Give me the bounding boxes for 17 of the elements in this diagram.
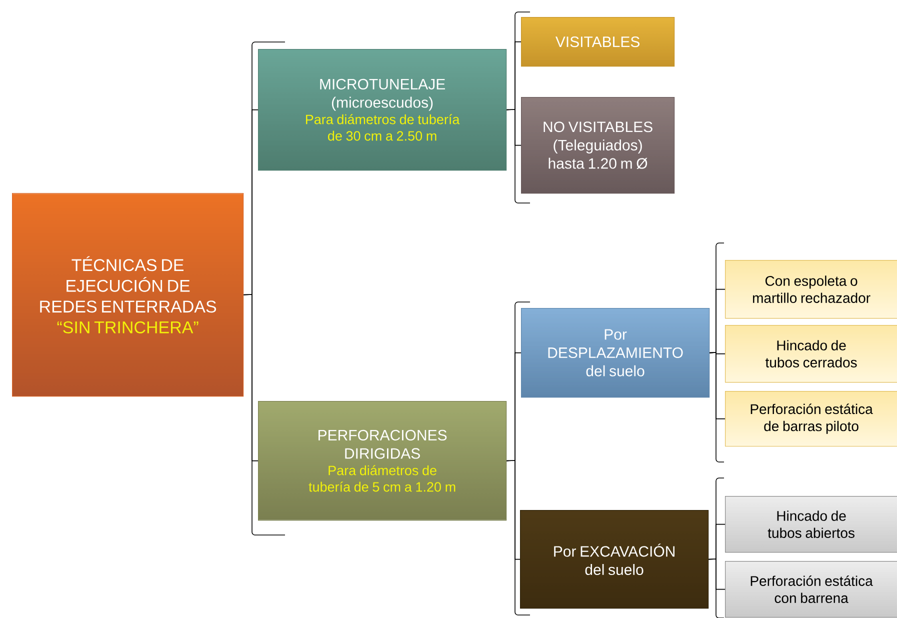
process-box: MICROTUNELAJE (microescudos) Para diámetros de tubería de 30 cm a 2.50 m [258, 49, 507, 171]
process-box: PERFORACIONES DIRIGIDAS Para diámetros de tubería de 5 cm a 1.20 m [258, 401, 507, 521]
process-box: TÉCNICAS DE EJECUCIÓN DE REDES ENTERRADAS “SIN TRINCHERA” [12, 193, 244, 397]
process-box: Con espoleta o martillo rechazador [725, 260, 897, 319]
process-box: Por EXCAVACIÓN del suelo [520, 510, 709, 609]
process-box: NO VISITABLES (Teleguiados) hasta 1.20 m Ø [521, 97, 675, 194]
process-box: Hincado de tubos abiertos [725, 496, 897, 553]
process-box: VISITABLES [521, 17, 675, 67]
connector-line [243, 294, 258, 462]
connector-line [506, 109, 522, 146]
connector-line [709, 352, 726, 420]
process-box: Perforación estática de barras piloto [725, 391, 897, 447]
connector-line [708, 558, 726, 590]
process-box: Perforación estática con barrena [725, 561, 897, 618]
connector-line [506, 460, 520, 560]
process-box: Por DESPLAZAMIENTO del suelo [521, 308, 710, 398]
process-box: Hincado de tubos cerrados [725, 325, 897, 383]
